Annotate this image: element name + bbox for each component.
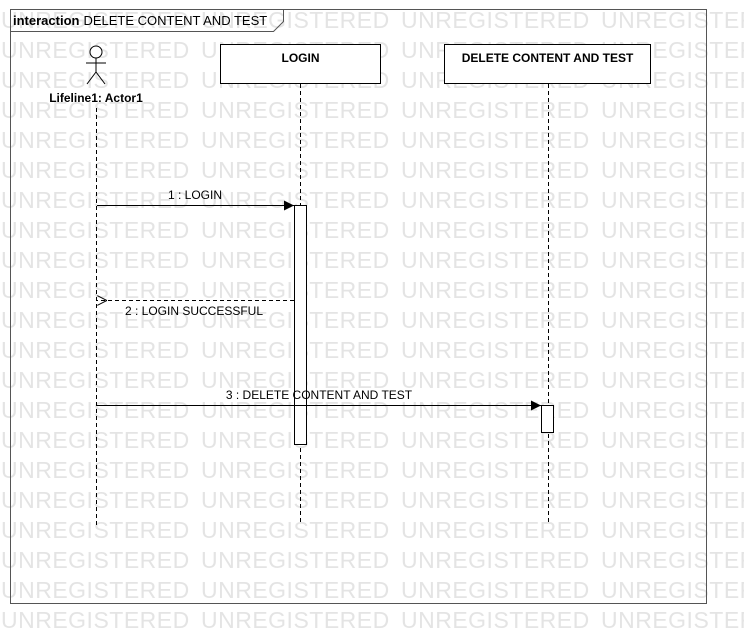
message-label-delete-content: 3 : DELETE CONTENT AND TEST bbox=[226, 388, 413, 402]
watermark-text: UNREGISTERED bbox=[601, 517, 744, 543]
watermark-text: UNREGISTERED bbox=[601, 607, 744, 633]
lifeline-actor[interactable]: Lifeline1: Actor1 bbox=[49, 45, 143, 525]
watermark-text: UNREGISTERED bbox=[601, 427, 744, 453]
watermark-text: UNREGISTERED bbox=[1, 157, 190, 183]
message-label-login-successful: 2 : LOGIN SUCCESSFUL bbox=[125, 304, 263, 318]
watermark-text: UNREGISTERED bbox=[401, 517, 590, 543]
watermark-text: UNREGISTERED bbox=[401, 577, 590, 603]
watermark-text: UNREGISTERED bbox=[401, 7, 590, 33]
watermark-text: UNREGISTERED bbox=[601, 247, 744, 273]
watermark-text: UNREGISTERED bbox=[601, 397, 744, 423]
watermark-text: UNREGISTERED bbox=[401, 277, 590, 303]
watermark-text: UNREGISTERED bbox=[601, 97, 744, 123]
watermark-text: UNREGISTERED bbox=[401, 367, 590, 393]
watermark-text: UNREGISTERED bbox=[401, 547, 590, 573]
watermark-text: UNREGISTERED bbox=[601, 337, 744, 363]
watermark-text: UNREGISTERED bbox=[401, 487, 590, 513]
watermark-text: UNREGISTERED bbox=[601, 487, 744, 513]
watermark-text: UNREGISTERED bbox=[201, 7, 390, 33]
watermark-text: UNREGISTERED bbox=[201, 157, 390, 183]
lifeline-login[interactable]: LOGIN bbox=[220, 44, 381, 526]
watermark-text: UNREGISTERED bbox=[601, 277, 744, 303]
lifeline-label-actor: Lifeline1: Actor1 bbox=[49, 91, 143, 105]
watermark-text: UNREGISTERED bbox=[201, 607, 390, 633]
watermark-text: UNREGISTERED bbox=[1, 7, 190, 33]
watermark-text: UNREGISTERED bbox=[1, 217, 190, 243]
watermark-text: UNREGISTERED bbox=[1, 397, 190, 423]
watermark-text: UNREGISTERED bbox=[601, 367, 744, 393]
frame-name: DELETE CONTENT AND TEST bbox=[83, 13, 267, 28]
watermark-text: UNREGISTERED bbox=[601, 577, 744, 603]
lifeline-head-delete bbox=[444, 44, 651, 84]
message-label-login: 1 : LOGIN bbox=[168, 188, 222, 202]
watermark-text: UNREGISTERED bbox=[401, 307, 590, 333]
watermark-text: UNREGISTERED bbox=[201, 487, 390, 513]
lifeline-label-delete: DELETE CONTENT AND TEST bbox=[462, 51, 634, 65]
watermark-text: UNREGISTERED bbox=[201, 547, 390, 573]
watermark-text: UNREGISTERED bbox=[601, 187, 744, 213]
watermark-text: UNREGISTERED bbox=[401, 247, 590, 273]
watermark-text: UNREGISTERED bbox=[601, 7, 744, 33]
watermark-text: UNREGISTERED bbox=[1, 427, 190, 453]
watermark-text: UNREGISTERED bbox=[1, 247, 190, 273]
watermark-text: UNREGISTERED bbox=[401, 457, 590, 483]
watermark-text: UNREGISTERED bbox=[1, 67, 190, 93]
watermark-text: UNREGISTERED bbox=[201, 127, 390, 153]
watermark-text: UNREGISTERED bbox=[1, 487, 190, 513]
watermark-text: UNREGISTERED bbox=[1, 517, 190, 543]
message-delete-content[interactable]: 3 : DELETE CONTENT AND TEST bbox=[97, 388, 541, 411]
message-login-successful[interactable]: 2 : LOGIN SUCCESSFUL bbox=[97, 301, 294, 319]
frame-title-tab bbox=[10, 9, 284, 32]
lifeline-head-login bbox=[220, 44, 381, 84]
watermark-text: UNREGISTERED bbox=[601, 547, 744, 573]
activation-bar-delete bbox=[541, 405, 554, 433]
watermark-text: UNREGISTERED bbox=[401, 127, 590, 153]
watermark-text: UNREGISTERED bbox=[1, 577, 190, 603]
watermark-text: UNREGISTERED bbox=[1, 457, 190, 483]
watermark-text: UNREGISTERED bbox=[1, 547, 190, 573]
activation-bar-login bbox=[294, 205, 307, 445]
watermark-text: UNREGISTERED bbox=[201, 517, 390, 543]
watermark-text: UNREGISTERED bbox=[601, 307, 744, 333]
watermark-text: UNREGISTERED bbox=[1, 307, 190, 333]
watermark-text: UNREGISTERED bbox=[401, 97, 590, 123]
watermark-text: UNREGISTERED bbox=[1, 367, 190, 393]
watermark-text: UNREGISTERED bbox=[1, 337, 190, 363]
watermark-text: UNREGISTERED bbox=[401, 187, 590, 213]
watermark-text: UNREGISTERED bbox=[601, 457, 744, 483]
watermark-text: UNREGISTERED bbox=[401, 427, 590, 453]
watermark-text: UNREGISTERED bbox=[401, 157, 590, 183]
actor-stick-figure-icon bbox=[86, 45, 106, 85]
watermark-text: UNREGISTERED bbox=[401, 397, 590, 423]
watermark-text: UNREGISTERED bbox=[401, 607, 590, 633]
lifeline-delete[interactable]: DELETE CONTENT AND TEST bbox=[444, 44, 651, 526]
frame-keyword: interaction bbox=[13, 13, 80, 28]
watermark-text: UNREGISTERED bbox=[401, 217, 590, 243]
interaction-frame bbox=[10, 9, 707, 604]
watermark-text: UNREGISTERED bbox=[1, 97, 190, 123]
watermark-text: UNREGISTERED bbox=[401, 337, 590, 363]
watermark-text: UNREGISTERED bbox=[601, 157, 744, 183]
watermark-text: UNREGISTERED bbox=[201, 457, 390, 483]
watermark-text: UNREGISTERED bbox=[1, 607, 190, 633]
watermark-text: UNREGISTERED bbox=[1, 187, 190, 213]
watermark-text: UNREGISTERED bbox=[1, 277, 190, 303]
watermark-text: UNREGISTERED bbox=[601, 127, 744, 153]
watermark-text: UNREGISTERED bbox=[201, 577, 390, 603]
watermark-text: UNREGISTERED bbox=[601, 217, 744, 243]
message-login[interactable]: 1 : LOGIN bbox=[97, 188, 294, 211]
watermark-text: UNREGISTERED bbox=[1, 127, 190, 153]
lifeline-label-login: LOGIN bbox=[282, 51, 320, 65]
watermark-text: UNREGISTERED bbox=[201, 97, 390, 123]
